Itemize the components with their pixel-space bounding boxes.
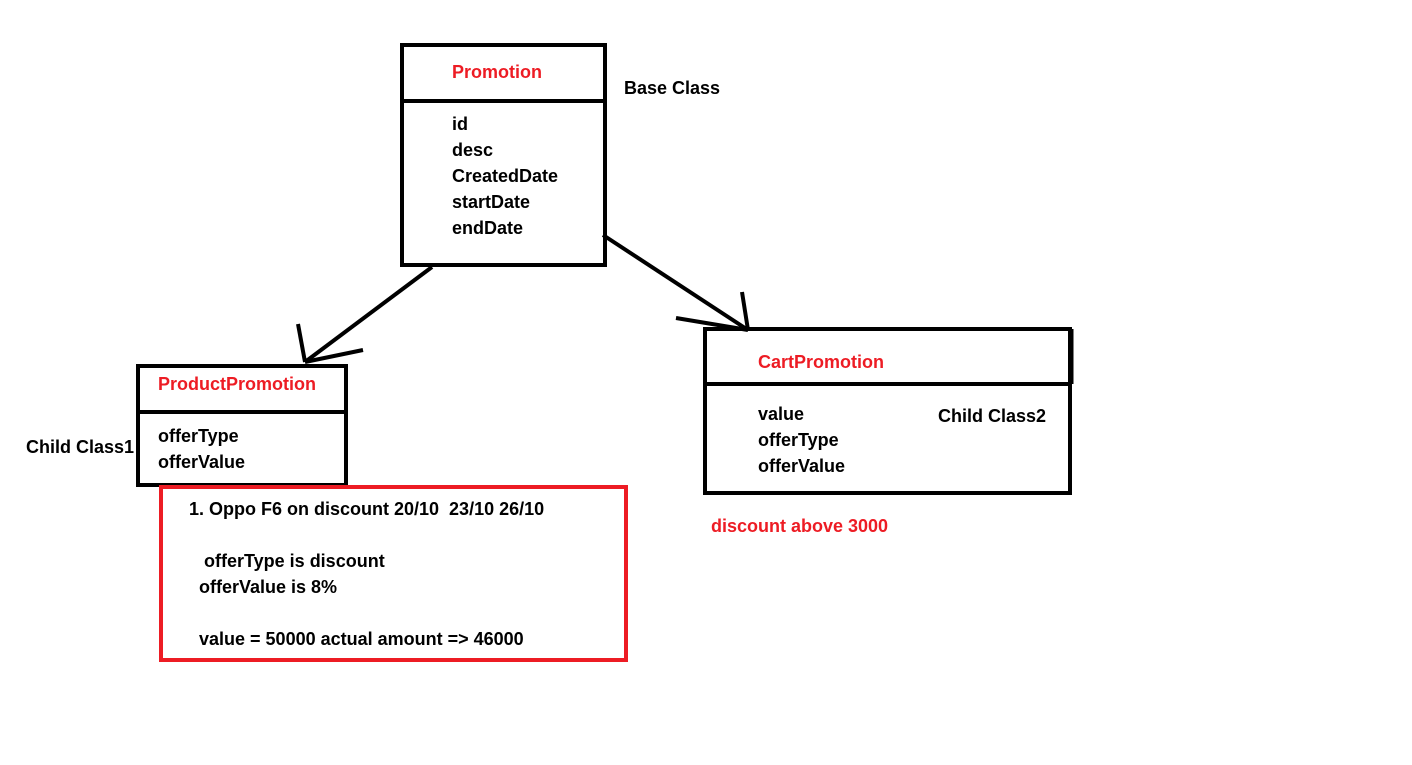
cart-promotion-field-offertype: offerType: [758, 430, 839, 450]
inheritance-arrow-cart: [601, 233, 750, 332]
note-example-line-3: offerValue is 8%: [199, 577, 338, 597]
cart-promotion-field-value: value: [758, 404, 805, 424]
cart-promotion-field-offervalue: offerValue: [758, 456, 846, 476]
base-class-label: Base Class: [624, 78, 721, 98]
promotion-field-startdate: startDate: [452, 192, 531, 212]
promotion-field-id: id: [452, 114, 468, 134]
inheritance-arrow-product: [296, 265, 434, 364]
note-example-line-4: value = 50000 actual amount => 46000: [199, 629, 524, 649]
cart-example-note: discount above 3000: [711, 516, 889, 536]
promotion-field-enddate: endDate: [452, 218, 524, 238]
child-class2-label: Child Class2: [938, 406, 1047, 426]
promotion-field-desc: desc: [452, 140, 494, 160]
product-promotion-class-name: ProductPromotion: [158, 374, 316, 394]
example-note-box: [159, 485, 628, 662]
note-example-line-2: offerType is discount: [204, 551, 385, 571]
child-class1-label: Child Class1: [26, 437, 135, 457]
product-promotion-field-offertype: offerType: [158, 426, 239, 446]
promotion-field-createddate: CreatedDate: [452, 166, 559, 186]
cart-promotion-class-box: [703, 327, 1074, 495]
promotion-class-box: [400, 43, 607, 267]
promotion-class-name: Promotion: [452, 62, 542, 82]
cart-promotion-class-name: CartPromotion: [758, 352, 884, 372]
product-promotion-field-offervalue: offerValue: [158, 452, 246, 472]
note-example-line-1: 1. Oppo F6 on discount 20/10 23/10 26/10: [189, 499, 545, 519]
